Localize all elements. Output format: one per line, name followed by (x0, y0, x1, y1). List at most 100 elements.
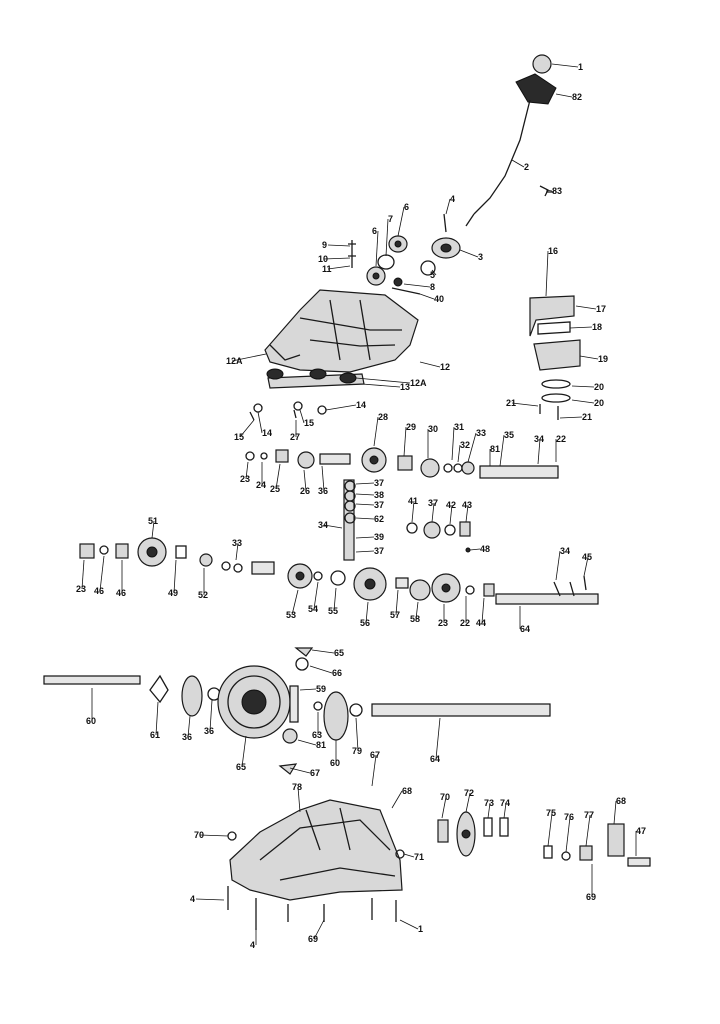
callout-label: 52 (198, 590, 208, 600)
callout-label: 12 (440, 362, 450, 372)
callout-label: 22 (460, 618, 470, 628)
callout-leader (551, 63, 579, 68)
washers-20 (541, 379, 571, 403)
callout-leader (441, 796, 447, 819)
plate-18 (537, 321, 571, 335)
cover-plate-13 (266, 368, 365, 389)
callout-label: 27 (290, 432, 300, 442)
callout-label: 44 (476, 618, 486, 628)
bolts-21 (539, 404, 559, 420)
callout-leader (355, 517, 375, 520)
callout-label: 59 (316, 684, 326, 694)
callout-leader (239, 419, 255, 438)
callout-leader (613, 800, 617, 825)
callout-leader (373, 416, 379, 447)
callout-label: 73 (484, 798, 494, 808)
axle-59 (43, 675, 141, 685)
callout-leader (299, 688, 317, 691)
row2-left-parts (79, 537, 275, 575)
callout-label: 21 (582, 412, 592, 422)
callout-label: 76 (564, 812, 574, 822)
callout-label: 13 (400, 382, 410, 392)
callout-leader (385, 218, 389, 257)
callout-label: 68 (402, 786, 412, 796)
callout-label: 45 (582, 552, 592, 562)
callout-leader (375, 230, 379, 267)
bracket-19 (533, 339, 581, 371)
callout-label: 9 (322, 240, 327, 250)
callout-label: 37 (428, 498, 438, 508)
callout-label: 58 (410, 614, 420, 624)
callout-label: 6 (372, 226, 377, 236)
callout-label: 1 (578, 62, 583, 72)
callout-label: 60 (86, 716, 96, 726)
pins-14-15 (249, 401, 327, 421)
callout-label: 55 (328, 606, 338, 616)
callout-leader (431, 269, 437, 276)
brake-parts-70-77 (437, 811, 651, 867)
shift-boot (515, 73, 557, 105)
callout-leader (289, 767, 311, 774)
callout-leader (313, 581, 319, 610)
callout-label: 65 (334, 648, 344, 658)
spring-40 (391, 287, 421, 295)
callout-label: 5 (430, 270, 435, 280)
callout-leader (481, 597, 485, 624)
callout-label: 57 (390, 610, 400, 620)
callout-leader (321, 465, 325, 492)
row2-gears (287, 563, 599, 605)
callout-label: 63 (312, 730, 322, 740)
callout-label: 64 (520, 624, 530, 634)
callout-leader (403, 853, 415, 858)
callout-leader (187, 715, 191, 738)
callout-leader (469, 548, 481, 551)
callout-label: 49 (168, 588, 178, 598)
pins-9-10-11 (348, 240, 356, 268)
callout-label: 35 (504, 430, 514, 440)
callout-label: 82 (572, 92, 582, 102)
callout-leader (309, 665, 333, 674)
callout-label: 37 (374, 546, 384, 556)
shift-knob (532, 54, 552, 74)
callout-leader (467, 432, 477, 463)
callout-leader (355, 482, 375, 485)
callout-leader (555, 550, 561, 581)
callout-label: 70 (440, 792, 450, 802)
callout-leader (297, 786, 301, 813)
callout-leader (571, 399, 595, 404)
screw-4-top (443, 213, 447, 233)
callout-leader (403, 426, 407, 457)
callout-label: 17 (596, 304, 606, 314)
callout-label: 28 (378, 412, 388, 422)
callout-label: 43 (462, 500, 472, 510)
lever-housing (431, 237, 461, 259)
gear-7 (377, 254, 395, 270)
callout-leader (419, 293, 435, 300)
callout-label: 1 (418, 924, 423, 934)
callout-label: 68 (616, 796, 626, 806)
callout-leader (355, 493, 375, 496)
callout-leader (397, 206, 405, 237)
callout-leader (155, 701, 159, 736)
callout-leader (465, 504, 469, 523)
callout-leader (355, 717, 359, 752)
callout-label: 7 (388, 214, 393, 224)
callout-leader (457, 444, 461, 463)
callout-leader (327, 244, 351, 247)
callout-leader (325, 404, 357, 411)
callout-label: 75 (546, 808, 556, 818)
callout-leader (299, 409, 305, 424)
callout-leader (99, 555, 105, 592)
callout-label: 83 (552, 186, 562, 196)
callout-leader (235, 542, 239, 561)
callout-label: 29 (406, 422, 416, 432)
callout-leader (395, 589, 399, 616)
callout-leader (195, 898, 225, 901)
callout-leader (361, 383, 401, 388)
callout-label: 12A (226, 356, 243, 366)
callout-label: 41 (408, 496, 418, 506)
callout-label: 46 (116, 588, 126, 598)
callout-leader (257, 411, 263, 434)
callout-leader (327, 265, 351, 270)
